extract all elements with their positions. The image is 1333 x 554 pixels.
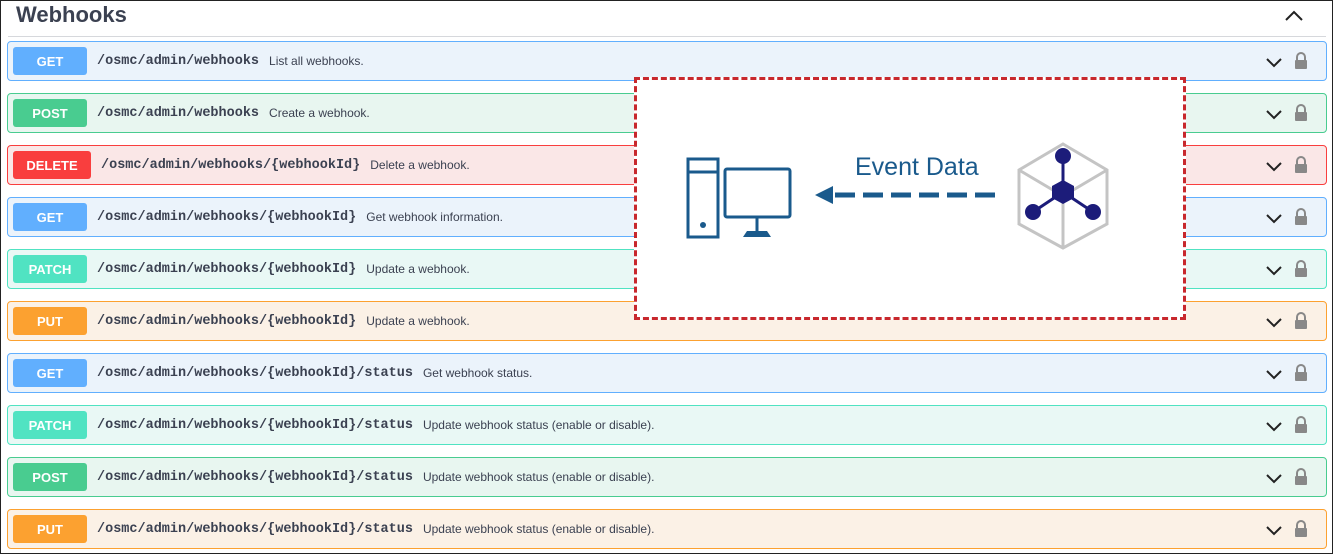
operation-path: /osmc/admin/webhooks/{webhookId}/status [97, 365, 413, 381]
chevron-down-icon[interactable] [1266, 106, 1282, 122]
lock-icon[interactable] [1294, 520, 1308, 538]
chevron-down-icon[interactable] [1266, 366, 1282, 382]
operation-description: Update webhook status (enable or disable… [422, 470, 655, 484]
operation-path: /osmc/admin/webhooks/{webhookId} [101, 157, 361, 173]
method-badge: DELETE [13, 151, 91, 179]
operation-path: /osmc/admin/webhooks/{webhookId}/status [97, 469, 413, 485]
operation-description: Update a webhook. [366, 314, 470, 328]
lock-icon[interactable] [1294, 364, 1308, 382]
chevron-down-icon[interactable] [1266, 314, 1282, 330]
operation-description: List all webhooks. [269, 54, 364, 68]
lock-icon[interactable] [1294, 416, 1308, 434]
operation-row[interactable]: PUT /osmc/admin/webhooks/{webhookId}/sta… [7, 509, 1327, 549]
chevron-down-icon[interactable] [1266, 210, 1282, 226]
operation-row[interactable]: GET /osmc/admin/webhooks/{webhookId}/sta… [7, 353, 1327, 393]
chevron-down-icon[interactable] [1266, 262, 1282, 278]
network-cube-icon [1017, 142, 1109, 250]
operation-path: /osmc/admin/webhooks/{webhookId} [97, 209, 357, 225]
operation-path: /osmc/admin/webhooks/{webhookId}/status [97, 417, 413, 433]
operation-row[interactable]: GET /osmc/admin/webhooks List all webhoo… [7, 41, 1327, 81]
operation-path: /osmc/admin/webhooks/{webhookId}/status [97, 521, 413, 537]
operation-description: Create a webhook. [269, 106, 370, 120]
event-data-diagram-overlay: Event Data [634, 77, 1186, 320]
operation-path: /osmc/admin/webhooks/{webhookId} [97, 261, 357, 277]
section-title: Webhooks [16, 2, 127, 27]
chevron-down-icon[interactable] [1266, 418, 1282, 434]
event-data-label: Event Data [855, 153, 979, 181]
chevron-down-icon[interactable] [1266, 470, 1282, 486]
lock-icon[interactable] [1294, 468, 1308, 486]
operation-path: /osmc/admin/webhooks/{webhookId} [97, 313, 357, 329]
operation-row[interactable]: POST /osmc/admin/webhooks/{webhookId}/st… [7, 457, 1327, 497]
chevron-up-icon[interactable] [1282, 6, 1306, 26]
method-badge: GET [13, 203, 87, 231]
method-badge: PATCH [13, 255, 87, 283]
lock-icon[interactable] [1294, 260, 1308, 278]
arrow-left-icon [815, 186, 995, 204]
lock-icon[interactable] [1294, 208, 1308, 226]
method-badge: POST [13, 99, 87, 127]
operation-path: /osmc/admin/webhooks [97, 53, 260, 69]
method-badge: PATCH [13, 411, 87, 439]
method-badge: PUT [13, 515, 87, 543]
section-header[interactable]: Webhooks [8, 1, 1326, 37]
operation-description: Get webhook information. [366, 210, 503, 224]
method-badge: POST [13, 463, 87, 491]
lock-icon[interactable] [1294, 52, 1308, 70]
operation-row[interactable]: PATCH /osmc/admin/webhooks/{webhookId}/s… [7, 405, 1327, 445]
method-badge: PUT [13, 307, 87, 335]
operation-description: Get webhook status. [422, 366, 533, 380]
lock-icon[interactable] [1294, 104, 1308, 122]
method-badge: GET [13, 47, 87, 75]
operation-description: Delete a webhook. [370, 158, 470, 172]
chevron-down-icon[interactable] [1266, 54, 1282, 70]
operation-path: /osmc/admin/webhooks [97, 105, 260, 121]
method-badge: GET [13, 359, 87, 387]
chevron-down-icon[interactable] [1266, 158, 1282, 174]
operation-description: Update a webhook. [366, 262, 470, 276]
computer-icon [686, 157, 792, 239]
lock-icon[interactable] [1294, 156, 1308, 174]
operation-description: Update webhook status (enable or disable… [422, 522, 655, 536]
operation-description: Update webhook status (enable or disable… [422, 418, 655, 432]
chevron-down-icon[interactable] [1266, 522, 1282, 538]
lock-icon[interactable] [1294, 312, 1308, 330]
